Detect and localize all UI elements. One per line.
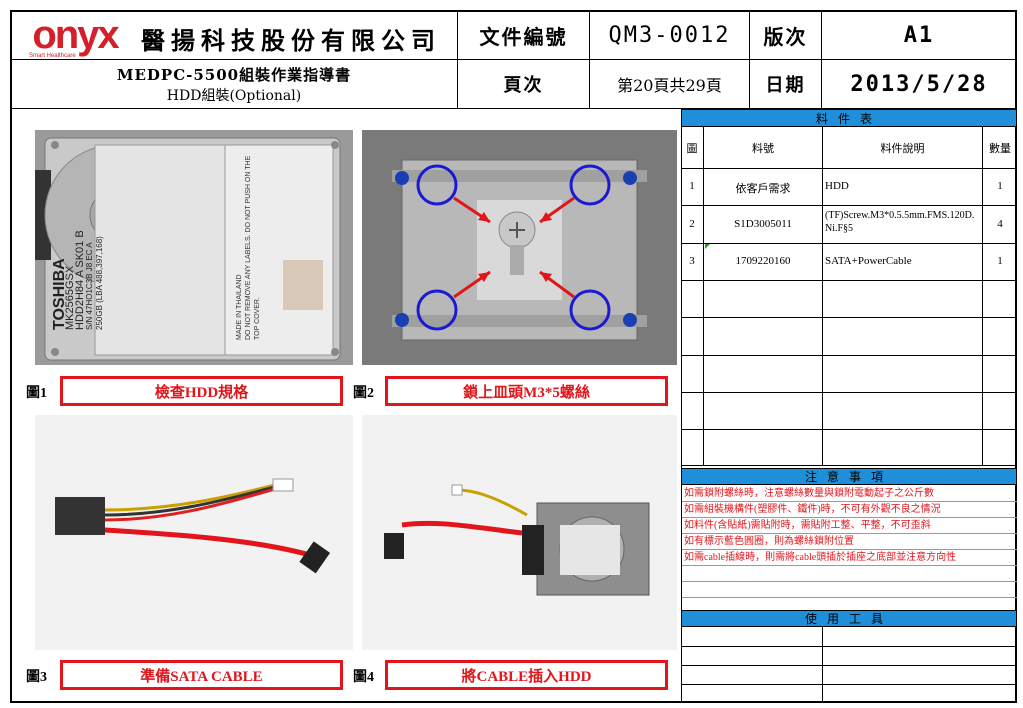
note-item-1: 如需鎖附螺絲時，注意螺絲數量與鎖附電動起子之公斤數 [682,486,1017,502]
note-empty-1 [682,566,1017,582]
bom-row-1-part-no: 依客戶需求 [735,183,791,195]
figure-4-number: 圖4 [353,670,374,685]
note-item-2: 如需組裝機構件(塑膠件、鐵件)時，不可有外觀不良之情況 [682,502,1017,518]
bom-row-2-qty: 4 [997,218,1003,230]
bom-header-qty: 數量 [989,143,1011,155]
bom-row-1-qty: 1 [997,180,1003,192]
tools-row-line [681,665,1017,666]
figure-1-caption: 檢查HDD規格 [60,376,343,406]
version-label: 版次 [749,10,822,60]
hdd-drawing [35,137,341,361]
tools-row-line [681,684,1017,685]
bom-row-line [681,429,1017,430]
figure-3-caption: 準備SATA CABLE [60,660,343,690]
tools-title: 使用工具 [681,610,1017,627]
bom-col-3 [982,127,983,465]
page-value: 第20頁共29頁 [589,59,750,109]
bom-row-line [681,205,1017,206]
bom-row-line [681,317,1017,318]
bom-header-fig: 圖 [686,143,698,155]
bom-col-2 [822,127,823,465]
title-cell: MEDPC-5500組裝作業指導書 HDD組裝(Optional) [10,59,458,109]
hdd-warning-text: MADE IN THAILAND DO NOT REMOVE ANY LABEL… [235,150,262,340]
bom-row-line [681,168,1017,169]
cable-hdd-drawing [384,484,650,596]
bom-row-2-desc: (TF)Screw.M3*0.5.5mm.FMS.120D.Ni.F§5 [825,210,975,234]
bom-row-3-fig: 3 [689,255,695,267]
date-value: 2013/5/28 [821,59,1017,109]
version-value: A1 [821,10,1017,60]
bom-col-1 [703,127,704,465]
figure-2-number: 圖2 [353,386,374,401]
date-label: 日期 [749,59,822,109]
note-empty-2 [682,582,1017,598]
logo: onyx Smart Healthcare [25,13,125,59]
doc-subtitle: HDD組裝(Optional) [166,87,302,104]
hdd-made-in: MADE IN THAILAND [236,274,243,340]
page-label: 頁次 [457,59,590,109]
bom-row-line [681,465,1017,466]
photo-sata-cable [35,415,353,650]
notes-title: 注意事項 [681,468,1017,485]
bom-title: 料件表 [681,109,1017,127]
bom-row-3-part-no: 1709220160 [735,255,791,267]
photo-cable-in-hdd [362,415,677,650]
bom-row-3-desc: SATA+PowerCable [825,255,912,267]
bom-row-2-fig: 2 [689,218,695,230]
tools-row-line [681,646,1017,647]
bom-row-line [681,392,1017,393]
document-frame [10,10,1017,703]
logo-subtext: Smart Healthcare [29,53,76,59]
bracket-drawing [392,159,647,341]
doc-no-value: QM3-0012 [589,10,750,60]
sata-cable-drawing [55,478,331,574]
bom-row-2-part-no: S1D3005011 [734,218,792,230]
photo-hdd: TOSHIBA MK2565GSX HDD2H84 A SK01 B S/N 4… [35,130,353,365]
doc-title: MEDPC-5500組裝作業指導書 [116,65,352,84]
figure-2-caption: 鎖上皿頭M3*5螺絲 [385,376,668,406]
bom-row-line [681,355,1017,356]
figure-1-number: 圖1 [26,386,47,401]
hdd-warning: DO NOT REMOVE ANY LABELS. DO NOT PUSH ON… [245,155,261,340]
hdd-sn: S/N 47HO1C3B J8 EC A [85,242,94,330]
bom-row-3-qty: 1 [997,255,1003,267]
doc-no-label: 文件編號 [457,10,590,60]
photo-bracket-screws [362,130,677,365]
bom-row-line [681,280,1017,281]
hdd-capacity: 250GB (LBA 488,397,168) [95,236,104,330]
figure-4-caption: 將CABLE插入HDD [385,660,668,690]
right-panel [681,109,1017,703]
note-item-3: 如料件(含貼紙)需貼附時，需貼附工整、平整，不可歪斜 [682,518,1017,534]
hdd-part: HDD2H84 A SK01 B [74,230,86,330]
hdd-label-text: TOSHIBA MK2565GSX HDD2H84 A SK01 B S/N 4… [51,130,105,330]
bom-row-line [681,243,1017,244]
figure-3-number: 圖3 [26,670,47,685]
bom-header-desc: 料件說明 [880,143,925,155]
bom-row-1-desc: HDD [825,180,849,192]
note-item-4: 如有標示藍色圓圈，則為螺絲鎖附位置 [682,534,1017,550]
cell-comment-marker [705,244,710,249]
bom-row-1-fig: 1 [689,180,695,192]
bom-header-part-no: 料號 [752,143,774,155]
company-cell: onyx Smart Healthcare 醫揚科技股份有限公司 [10,10,458,60]
company-name: 醫揚科技股份有限公司 [141,26,441,55]
note-item-5: 如需cable插線時，則需將cable頭插於插座之底部並注意方向性 [682,550,1017,566]
logo-text: onyx [32,13,119,57]
